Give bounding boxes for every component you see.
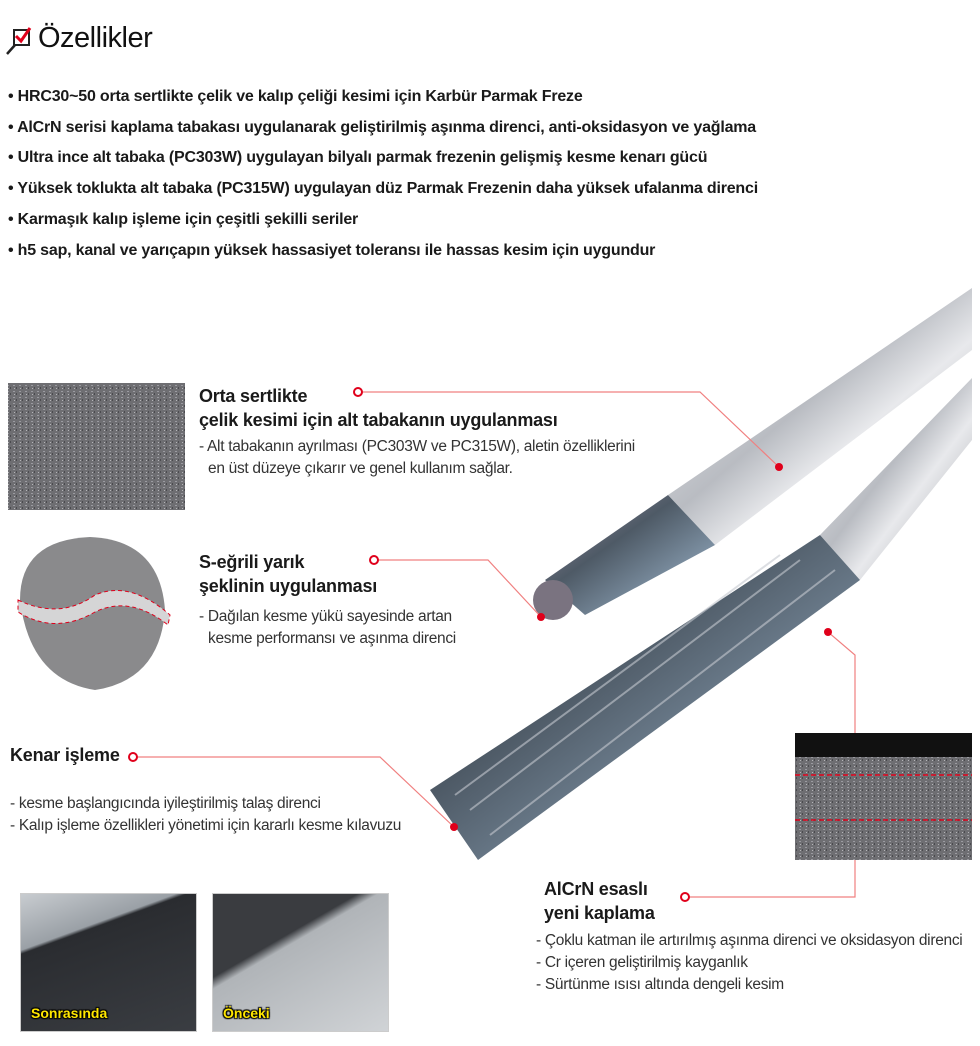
callout-title: S-eğrili yarık — [199, 552, 305, 572]
feature-item: Karmaşık kalıp işleme için çeşitli şekil… — [8, 205, 758, 236]
flat-end-mill-shank — [820, 378, 972, 580]
callout-substrate: Orta sertlikte çelik kesimi için alt tab… — [199, 384, 649, 480]
feature-item: h5 sap, kanal ve yarıçapın yüksek hassas… — [8, 236, 758, 267]
page-title: Özellikler — [38, 22, 153, 54]
callout-desc: - kesme başlangıcında iyileştirilmiş tal… — [10, 795, 321, 812]
callout-title: şeklinin uygulanması — [199, 576, 378, 596]
feature-item: AlCrN serisi kaplama tabakası uygulanara… — [8, 113, 758, 144]
ball-end-mill-neck — [545, 495, 715, 615]
callout-title: Orta sertlikte — [199, 386, 308, 406]
callout-title: Kenar işleme — [10, 745, 120, 765]
after-label: Sonrasında — [31, 1005, 108, 1021]
features-icon — [5, 24, 35, 56]
substrate-texture-image — [8, 383, 185, 510]
callout-desc: - Çoklu katman ile artırılmış aşınma dir… — [536, 932, 963, 949]
callout-title: çelik kesimi için alt tabakanın uygulanm… — [199, 410, 558, 430]
callout-desc: - Dağılan kesme yükü sayesinde artan kes… — [199, 608, 456, 647]
feature-item: Ultra ince alt tabaka (PC303W) uygulayan… — [8, 143, 758, 174]
feature-list: HRC30~50 orta sertlikte çelik ve kalıp ç… — [8, 82, 758, 266]
feature-item: HRC30~50 orta sertlikte çelik ve kalıp ç… — [8, 82, 758, 113]
callout-title: yeni kaplama — [544, 903, 655, 923]
s-groove-ball-image — [17, 537, 171, 690]
callout-coating: AlCrN esaslı yeni kaplama — [544, 877, 655, 925]
callout-title: AlCrN esaslı — [544, 879, 648, 899]
before-photo: Önceki — [212, 893, 389, 1032]
ball-end-mill-tip — [533, 580, 573, 620]
before-label: Önceki — [223, 1005, 270, 1021]
ball-end-mill-shank — [668, 288, 972, 545]
after-photo: Sonrasında — [20, 893, 197, 1032]
callout-coating-desc: - Çoklu katman ile artırılmış aşınma dir… — [536, 930, 976, 996]
callout-edge: Kenar işleme - kesme başlangıcında iyile… — [10, 743, 410, 837]
flat-end-mill-flutes — [430, 535, 860, 860]
callout-desc: - Sürtünme ısısı altında dengeli kesim — [536, 976, 784, 993]
callout-desc: - Cr içeren geliştirilmiş kayganlık — [536, 954, 748, 971]
callout-desc: - Kalıp işleme özellikleri yönetimi için… — [10, 817, 402, 834]
feature-item: Yüksek toklukta alt tabaka (PC315W) uygu… — [8, 174, 758, 205]
callout-desc: - Alt tabakanın ayrılması (PC303W ve PC3… — [199, 438, 635, 477]
callout-s-groove: S-eğrili yarık şeklinin uygulanması - Da… — [199, 550, 499, 650]
